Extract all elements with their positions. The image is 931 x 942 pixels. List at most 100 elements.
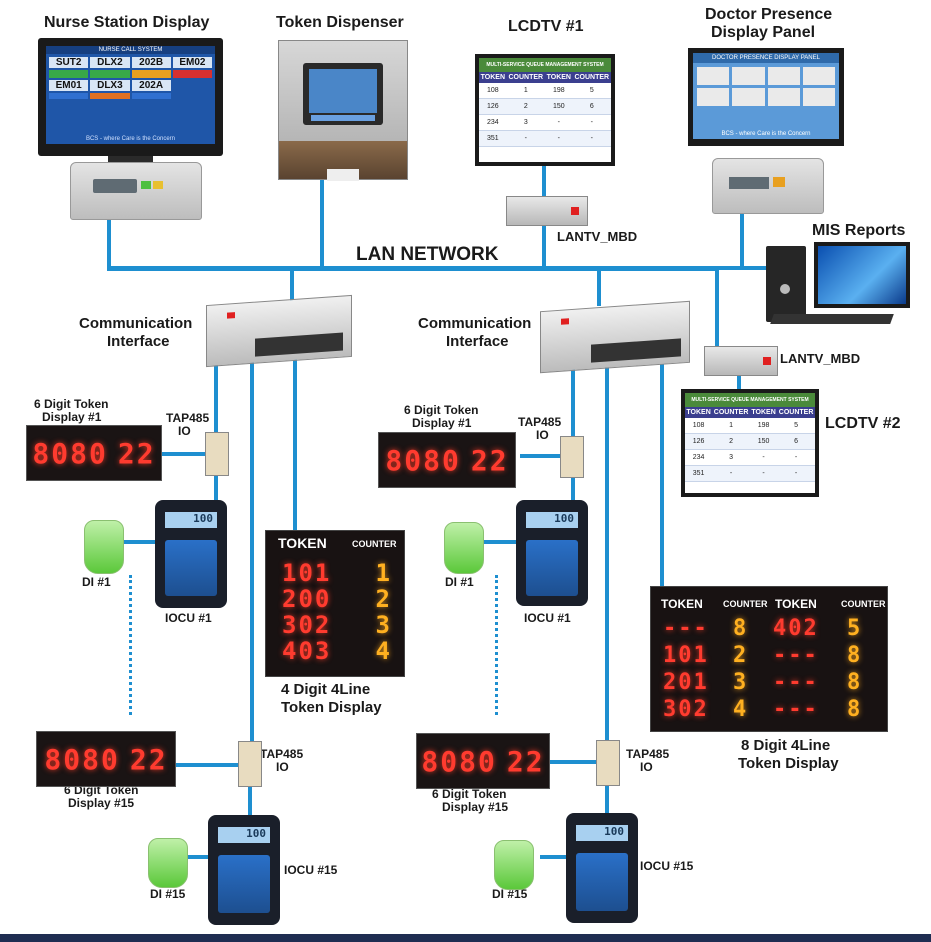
four-digit-counter: 4 (375, 637, 392, 665)
doctor-presence-label-1: Doctor Presence (705, 6, 833, 23)
wire-right-spine (715, 266, 719, 346)
mis-keyboard (770, 314, 894, 324)
iocu-screen: 100 (218, 827, 270, 843)
doctor-screen-title: DOCTOR PRESENCE DISPLAY PANEL (693, 53, 839, 63)
nurse-console (70, 162, 202, 220)
di1-left-label: DI #1 (82, 575, 111, 589)
eight-digit-token-a: --- (663, 616, 709, 641)
lan-backbone (107, 266, 719, 271)
comm-interface-right (540, 300, 690, 374)
lantv-mbd-top-label: LANTV_MBD (557, 229, 638, 244)
lcdtv2-label: LCDTV #2 (825, 415, 901, 432)
lcdtv1: MULTI-SERVICE QUEUE MANAGEMENT SYSTEM TO… (475, 54, 615, 166)
iocu-screen: 100 (165, 512, 217, 528)
doctor-panel-monitor: DOCTOR PRESENCE DISPLAY PANEL BCS - wher… (688, 48, 844, 146)
wire-right-io-down (571, 474, 575, 504)
dotted-left (129, 575, 132, 715)
di-cup-1-right (444, 522, 484, 574)
four-digit-header-token: TOKEN (278, 535, 327, 551)
comm-interface-left (206, 294, 352, 368)
six-digit-1-left-label-2: Display #1 (42, 410, 102, 424)
four-digit-token: 302 (282, 611, 332, 639)
eight-digit-header-token-a: TOKEN (661, 597, 703, 611)
eight-digit-token-b: --- (773, 643, 819, 668)
tap485-left-top (205, 432, 229, 476)
four-digit-token: 101 (282, 559, 332, 587)
nurse-cell: EM01 (49, 80, 89, 91)
four-digit-counter: 3 (375, 611, 392, 639)
tap-left-top-label-2: IO (178, 424, 191, 438)
comm-left-label-2: Interface (107, 333, 170, 350)
iocu1-left-label: IOCU #1 (165, 611, 212, 625)
wire-lantv-right (737, 370, 741, 392)
six-digit-counter: 22 (506, 744, 545, 778)
four-digit-counter: 1 (375, 559, 392, 587)
wire-di15-right (540, 855, 566, 859)
eight-digit-token-a: 201 (663, 670, 709, 695)
bottom-bar (0, 934, 931, 942)
wire-token-dispenser (320, 178, 324, 270)
nurse-screen: NURSE CALL SYSTEM SUT2 DLX2 202B EM02 EM… (46, 46, 215, 144)
six-digit-1-right-label-1: 6 Digit Token (404, 403, 479, 417)
iocu-1-right: 100 (516, 500, 588, 606)
lantv-mbd-right (704, 346, 778, 376)
iocu1-right-label: IOCU #1 (524, 611, 571, 625)
six-digit-15-left-label-2: Display #15 (68, 796, 135, 810)
six-digit-counter: 22 (129, 742, 168, 776)
wire-left-a (214, 358, 218, 438)
nurse-cell: SUT2 (49, 57, 89, 68)
nurse-monitor-stand (108, 156, 153, 164)
lcdtv2: MULTI-SERVICE QUEUE MANAGEMENT SYSTEM TO… (681, 389, 819, 497)
six-digit-15-right-label-1: 6 Digit Token (432, 787, 507, 801)
tap-left-bot-label-2: IO (276, 760, 289, 774)
nurse-screen-footer: BCS - where Care is the Concern (85, 136, 176, 142)
di-cup-15-right (494, 840, 534, 890)
lcdtv1-label: LCDTV #1 (508, 18, 584, 35)
di15-left-label: DI #15 (150, 887, 186, 901)
wire-right-h1 (520, 454, 568, 458)
six-digit-1-right-label-2: Display #1 (412, 416, 472, 430)
comm-right-label-1: Communication (418, 315, 532, 332)
di15-right-label: DI #15 (492, 887, 528, 901)
six-digit-counter: 22 (117, 436, 156, 470)
six-digit-display-1-right: 8080 22 (378, 432, 516, 488)
wire-left-b (250, 358, 254, 746)
token-dispenser (278, 40, 408, 181)
mis-pc-tower (766, 246, 806, 322)
iocu-15-right: 100 (566, 813, 638, 923)
tap-right-bot-label-1: TAP485 (626, 747, 670, 761)
eight-digit-counter-a: 8 (733, 616, 749, 641)
nurse-screen-title: NURSE CALL SYSTEM (46, 46, 215, 54)
wire-left-io15-down (248, 784, 252, 816)
six-digit-token: 8080 (385, 443, 461, 477)
nurse-station-monitor: NURSE CALL SYSTEM SUT2 DLX2 202B EM02 EM… (38, 38, 223, 156)
eight-digit-token-a: 302 (663, 697, 709, 722)
eight-digit-counter-a: 4 (733, 697, 749, 722)
four-digit-label-2: Token Display (281, 699, 382, 716)
six-digit-display-15-right: 8080 22 (416, 733, 550, 789)
token-dispenser-label: Token Dispenser (276, 14, 404, 31)
four-digit-counter: 2 (375, 585, 392, 613)
wire-comm-left-up (290, 266, 294, 304)
eight-digit-counter-a: 3 (733, 670, 749, 695)
wire-right-io15-down (605, 782, 609, 814)
doctor-console (712, 158, 824, 214)
doctor-presence-label-2: Display Panel (711, 24, 816, 41)
eight-digit-token-b: --- (773, 697, 819, 722)
six-digit-display-1-left: 8080 22 (26, 425, 162, 481)
nurse-cell: 202A (131, 80, 171, 91)
eight-digit-counter-a: 2 (733, 643, 749, 668)
wire-right-b (605, 364, 609, 742)
eight-digit-token-a: 101 (663, 643, 709, 668)
mis-reports-label: MIS Reports (812, 222, 906, 239)
tap485-left-bot (238, 741, 262, 787)
eight-digit-label-1: 8 Digit 4Line (741, 737, 831, 754)
tap-right-top-label-2: IO (536, 428, 549, 442)
eight-digit-counter-b: 8 (847, 697, 863, 722)
eight-digit-header-counter-b: COUNTER (841, 599, 886, 609)
nurse-station-label: Nurse Station Display (44, 14, 210, 31)
wire-nurse-station (107, 218, 111, 270)
